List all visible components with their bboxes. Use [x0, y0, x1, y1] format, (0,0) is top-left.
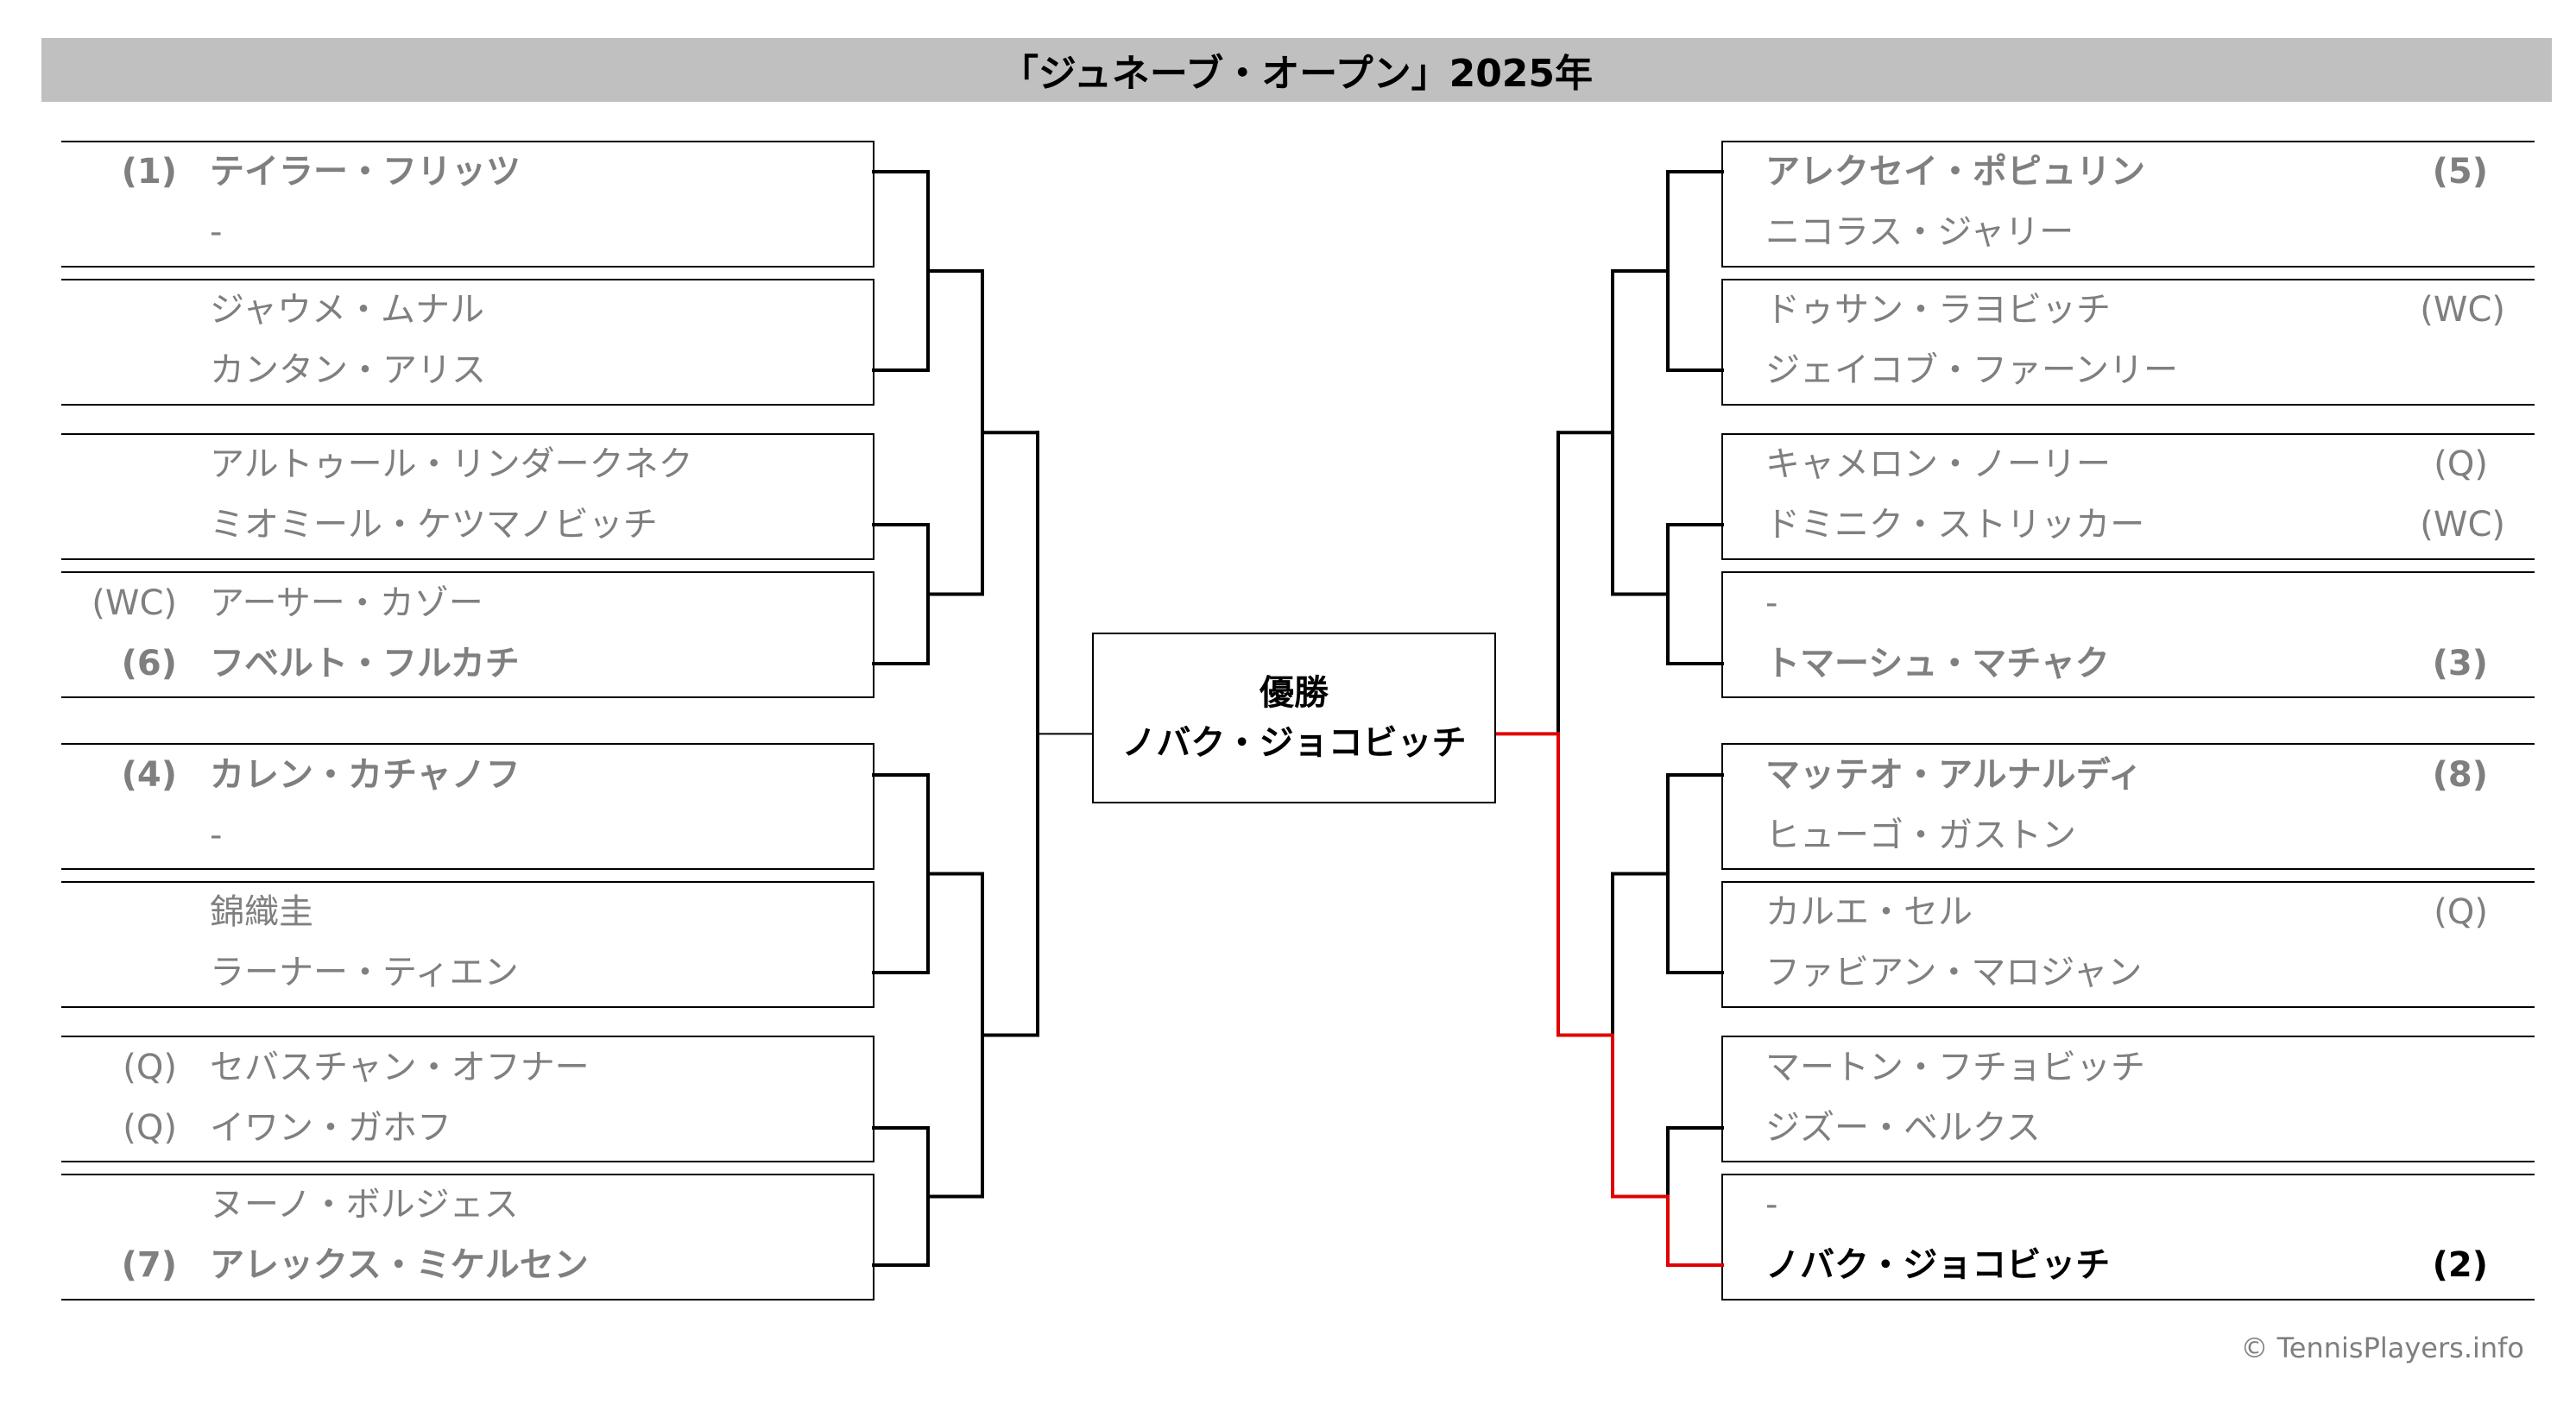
player-name: アレックス・ミケルセン [210, 1245, 589, 1285]
player-name: ジャウメ・ムナル [210, 290, 484, 330]
player-seed: (2) [2432, 1245, 2488, 1285]
player-name: カルエ・セル [1765, 892, 1973, 932]
copyright: © TennisPlayers.info [2240, 1332, 2524, 1364]
player-name: ノバク・ジョコビッチ [1765, 1245, 2111, 1285]
player-name: 錦織圭 [210, 892, 313, 932]
player-name: - [210, 816, 223, 855]
player-name: トマーシュ・マチャク [1765, 644, 2110, 683]
player-name: カレン・カチャノフ [210, 755, 521, 795]
player-name: セバスチャン・オフナー [210, 1048, 590, 1087]
player-name: アルトゥール・リンダークネク [210, 444, 693, 484]
player-name: ニコラス・ジャリー [1765, 212, 2074, 252]
champion-name: ノバク・ジョコビッチ [1121, 723, 1467, 763]
player-seed: (1) [121, 152, 177, 192]
player-name: アーサー・カゾー [210, 583, 483, 623]
player-name: ミオミール・ケツマノビッチ [210, 505, 658, 545]
player-name: - [1765, 583, 1778, 623]
page-title: 「ジュネーブ・オープン」2025年 [1000, 52, 1594, 96]
champion-label: 優勝 [1260, 673, 1329, 713]
player-seed: (Q) [2434, 444, 2488, 484]
player-name: - [1765, 1185, 1778, 1225]
player-name: ドゥサン・ラヨビッチ [1765, 290, 2111, 330]
player-seed: (4) [121, 755, 177, 795]
player-seed: (8) [2432, 755, 2488, 795]
player-seed: (Q) [2434, 892, 2488, 932]
champion-box: 優勝 ノバク・ジョコビッチ [1092, 633, 1496, 803]
player-name: ファビアン・マロジャン [1765, 953, 2143, 992]
player-name: キャメロン・ノーリー [1765, 444, 2111, 484]
player-name: マートン・フチョビッチ [1765, 1048, 2145, 1087]
player-seed: (7) [121, 1245, 177, 1285]
player-seed: (WC) [92, 583, 177, 623]
player-name: マッテオ・アルナルディ [1765, 755, 2143, 795]
player-name: ジェイコブ・ファーンリー [1765, 350, 2178, 390]
player-name: ラーナー・ティエン [210, 953, 519, 992]
player-name: ヌーノ・ボルジェス [210, 1185, 519, 1225]
player-seed: (6) [121, 644, 177, 683]
player-seed: (WC) [2420, 290, 2505, 330]
player-name: - [210, 212, 223, 252]
player-seed: (WC) [2420, 505, 2505, 545]
title-bar: 「ジュネーブ・オープン」2025年 [41, 38, 2552, 102]
player-name: テイラー・フリッツ [210, 152, 521, 192]
player-name: イワン・ガホフ [210, 1108, 451, 1148]
player-name: アレクセイ・ポピュリン [1765, 152, 2145, 192]
player-name: ヒューゴ・ガストン [1765, 816, 2076, 855]
player-seed: (Q) [123, 1108, 177, 1148]
player-seed: (5) [2432, 152, 2488, 192]
player-name: ドミニク・ストリッカー [1765, 505, 2145, 545]
player-name: フベルト・フルカチ [210, 644, 520, 683]
player-seed: (Q) [123, 1048, 177, 1087]
player-name: カンタン・アリス [210, 350, 486, 390]
player-name: ジズー・ベルクス [1765, 1108, 2041, 1148]
player-seed: (3) [2432, 644, 2488, 683]
